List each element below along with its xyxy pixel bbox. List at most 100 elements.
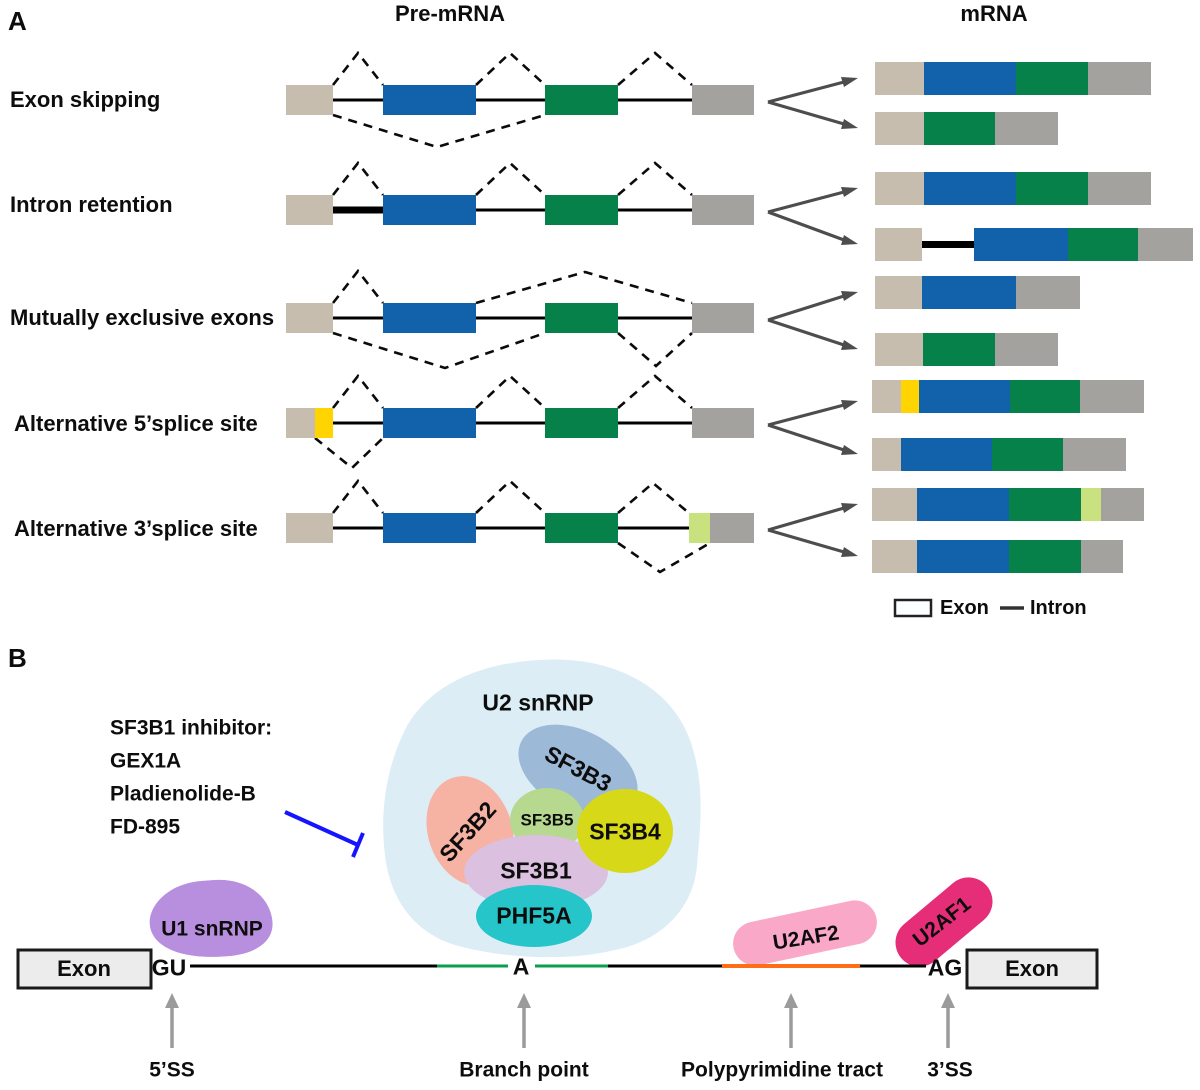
u2-snrnp-label: U2 snRNP bbox=[482, 689, 594, 716]
segment bbox=[923, 333, 995, 366]
sf3b1-label: SF3B1 bbox=[500, 857, 572, 884]
fork-line bbox=[767, 403, 845, 427]
fork-line bbox=[767, 210, 845, 242]
exon-1 bbox=[286, 85, 333, 115]
row-label-intron-retention: Intron retention bbox=[10, 192, 173, 217]
row-label-exon-skipping: Exon skipping bbox=[10, 87, 161, 112]
alt-5ss-premrna bbox=[286, 373, 754, 470]
segment bbox=[1063, 438, 1126, 471]
branch-a-label: A bbox=[512, 953, 530, 980]
polypyrimidine-arrow bbox=[784, 993, 798, 1048]
exon-box-left bbox=[16, 948, 153, 990]
splice-arc bbox=[331, 160, 385, 196]
segment bbox=[1101, 488, 1144, 521]
fork-line bbox=[767, 294, 845, 322]
exon-skipping-mrna-1 bbox=[875, 62, 1151, 95]
u1-snrnp-label: U1 snRNP bbox=[161, 917, 263, 941]
segment bbox=[1081, 488, 1101, 521]
exon-skipping-premrna bbox=[286, 50, 754, 149]
segment bbox=[1010, 380, 1080, 413]
splice-arc bbox=[331, 50, 385, 86]
segment bbox=[875, 228, 922, 261]
exon-2 bbox=[383, 513, 476, 543]
panel-a-label: A bbox=[8, 6, 27, 36]
gu-donor-label: GU bbox=[151, 954, 187, 981]
arrowhead bbox=[517, 993, 531, 1008]
segment bbox=[901, 438, 992, 471]
legend-intron-label: Intron bbox=[1030, 597, 1087, 619]
intron-retention-mrna-2 bbox=[875, 228, 1193, 261]
splice-arc bbox=[475, 374, 546, 409]
exon-1 bbox=[286, 408, 315, 438]
segment bbox=[995, 112, 1058, 145]
branch-point-arrow bbox=[517, 993, 531, 1048]
segment bbox=[875, 276, 922, 309]
splice-arc bbox=[617, 374, 693, 409]
fork-line bbox=[767, 423, 845, 452]
mutually-exclusive-fork bbox=[767, 291, 858, 350]
exon-4 bbox=[692, 195, 754, 225]
exon-3 bbox=[545, 85, 618, 115]
exon-2 bbox=[383, 195, 476, 225]
segment bbox=[917, 488, 1009, 521]
exon-skipping-mrna-2 bbox=[875, 112, 1058, 145]
inhibition-bar bbox=[351, 832, 365, 858]
splice-arc bbox=[331, 268, 385, 304]
legend-exon-label: Exon bbox=[940, 597, 989, 619]
five-ss-label: 5’SS bbox=[149, 1058, 195, 1082]
segment bbox=[1088, 172, 1151, 205]
exon-3 bbox=[545, 408, 618, 438]
fork-line bbox=[767, 80, 845, 104]
branch-point-label: Branch point bbox=[459, 1058, 589, 1082]
arrowhead bbox=[841, 291, 858, 301]
exon-skipping-fork bbox=[767, 77, 858, 129]
mutually-exclusive-mrna-1 bbox=[875, 276, 1080, 309]
splice-arc bbox=[475, 161, 546, 196]
segment bbox=[1009, 540, 1081, 573]
segment bbox=[872, 438, 901, 471]
ag-acceptor-label: AG bbox=[927, 954, 963, 981]
segment bbox=[1068, 228, 1138, 261]
segment bbox=[924, 112, 995, 145]
exon-1 bbox=[286, 195, 333, 225]
segment bbox=[875, 172, 924, 205]
segment bbox=[922, 276, 1016, 309]
segment bbox=[919, 380, 1010, 413]
exon-3 bbox=[545, 195, 618, 225]
mrna-header: mRNA bbox=[960, 1, 1028, 26]
arrowhead bbox=[841, 187, 858, 197]
exon-2 bbox=[383, 303, 476, 333]
alt-splice-arc bbox=[314, 436, 384, 470]
mutually-exclusive-mrna-2 bbox=[875, 333, 1058, 366]
alt-5ss-segment bbox=[315, 408, 333, 438]
alt-5ss-mrna-2 bbox=[872, 438, 1126, 471]
arrowhead bbox=[841, 503, 858, 513]
sf3b4-label: SF3B4 bbox=[589, 818, 661, 845]
u2af1-shape bbox=[895, 877, 993, 967]
three-ss-arrow bbox=[941, 993, 955, 1048]
fork-line bbox=[767, 318, 845, 347]
u2af1-blob bbox=[895, 877, 993, 967]
exon-left-label: Exon bbox=[57, 956, 111, 981]
exon-4 bbox=[710, 513, 754, 543]
splice-arc bbox=[617, 51, 693, 86]
inhibitor-gex1a: GEX1A bbox=[110, 749, 182, 773]
segment bbox=[917, 540, 1009, 573]
alt-5ss-mrna-1 bbox=[872, 380, 1144, 413]
exon-right-label: Exon bbox=[1005, 956, 1059, 981]
inhibitor-fd-895: FD-895 bbox=[110, 815, 181, 839]
alt-3ss-segment bbox=[689, 513, 710, 543]
arrowhead bbox=[841, 235, 858, 245]
fork-line bbox=[767, 190, 845, 214]
arrowhead bbox=[841, 77, 858, 87]
mutually-exclusive-premrna bbox=[286, 268, 754, 370]
segment bbox=[995, 333, 1058, 366]
splice-arc bbox=[617, 481, 690, 514]
segment bbox=[1081, 540, 1123, 573]
alt-3ss-premrna bbox=[286, 478, 754, 574]
sf3b4-ellipse bbox=[577, 789, 673, 873]
segment bbox=[872, 540, 917, 573]
segment bbox=[1009, 488, 1081, 521]
arrowhead bbox=[784, 993, 798, 1008]
